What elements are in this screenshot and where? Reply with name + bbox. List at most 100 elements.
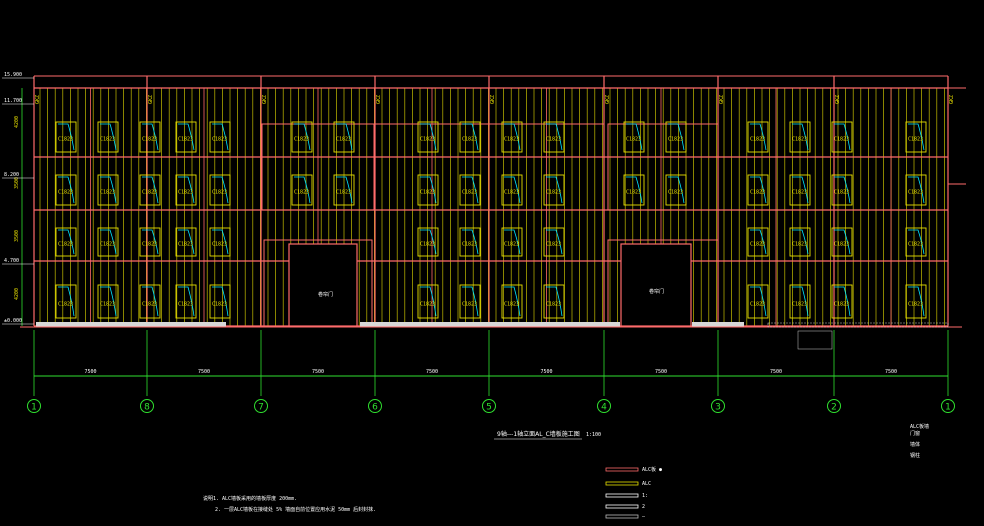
window-swing [792,176,809,204]
window-tag: C1823 [834,301,849,307]
window-tag: C1823 [462,190,477,196]
window-frame [459,174,481,206]
window-tag: C1823 [546,137,561,143]
window-frame [209,174,231,206]
window-swing [142,229,159,255]
legend-bottom-item: — [642,514,646,520]
level-mark: 15.900 [4,72,22,78]
window-tag: C1823 [750,241,765,247]
bay-dimension: 7500 [426,369,438,375]
window-swing [336,123,353,151]
note-line-1: 说明1. ALC墙板采用的墙板厚度 200mm. [203,495,297,502]
window-tag: C1823 [142,241,157,247]
window-frame [789,227,811,257]
axis-bubble [482,399,496,413]
window-frame [747,284,769,319]
bay-dimension: 7500 [655,369,667,375]
legend-swatch [605,481,639,486]
window-tag: C1823 [792,301,807,307]
window-frame [97,227,119,257]
window-tag: C1823 [462,241,477,247]
window-tag: C1823 [792,190,807,196]
axis-bubble [254,399,268,413]
window-frame [175,121,197,153]
axis-bubble [27,399,41,413]
window-frame [139,284,161,319]
window-tag: C1823 [142,190,157,196]
window-tag: C1823 [908,301,923,307]
window-swing [462,229,479,255]
window-frame [831,121,853,153]
window-swing [100,123,117,151]
window-swing [908,123,925,151]
window-frame [665,174,687,206]
window-frame [501,121,523,153]
window-tag: C1823 [336,190,351,196]
column-tag: GKZ [835,95,841,104]
window-frame [139,174,161,206]
window-tag: C1823 [178,301,193,307]
window-frame [905,174,927,206]
window-frame [417,284,439,319]
window-swing [792,123,809,151]
window-swing [792,286,809,317]
window-swing [142,176,159,204]
window-frame [905,121,927,153]
window-swing [462,286,479,317]
window-swing [58,286,75,317]
window-swing [212,229,229,255]
axis-label: 5 [486,403,492,413]
window-swing [750,123,767,151]
bay-dimension: 7500 [885,369,897,375]
window-swing [420,229,437,255]
window-swing [100,176,117,204]
door-bay-frame [263,239,373,327]
window-swing [212,123,229,151]
window-swing [750,176,767,204]
window-swing [668,176,685,204]
window-frame [905,284,927,319]
window-frame [209,121,231,153]
window-swing [504,229,521,255]
ground-slab [36,322,226,327]
window-tag: C1823 [792,137,807,143]
window-swing [546,123,563,151]
legend-right-item: 墙体 [910,441,920,448]
axis-label: 1 [31,403,37,413]
column-tag: GKZ [35,95,41,104]
window-tag: C1823 [294,137,309,143]
window-tag: C1823 [504,137,519,143]
door-label-1: 卷帘门 [318,291,333,298]
window-swing [546,176,563,204]
window-frame [789,284,811,319]
axis-bubble [140,399,154,413]
window-frame [543,227,565,257]
window-tag: C1823 [100,301,115,307]
window-swing [750,286,767,317]
axis-label: 3 [715,403,721,413]
vertical-dimension: 3500 [14,230,20,242]
window-frame [417,227,439,257]
window-tag: C1823 [212,301,227,307]
window-swing [462,123,479,151]
window-frame [175,284,197,319]
level-mark: 8.200 [4,172,19,178]
bay-dimension: 7500 [312,369,324,375]
window-tag: C1823 [178,190,193,196]
note-line-2: 2. 一层ALC墙板在接缝处 5% 墙面自前位置应用水泥 50mm 后封封抹. [215,506,376,513]
window-frame [831,284,853,319]
window-swing [294,123,311,151]
window-tag: C1823 [142,137,157,143]
bay-dimension: 7500 [770,369,782,375]
window-swing [504,176,521,204]
annotations: 9轴---1轴立面AL_C墙板施工图 1:100 说明1. ALC墙板采用的墙板… [203,288,664,513]
window-tag: C1823 [792,241,807,247]
window-tag: C1823 [462,301,477,307]
axis-label: 1 [945,403,951,413]
window-frame [789,174,811,206]
window-swing [420,176,437,204]
bay-dimension: 7500 [541,369,553,375]
window-swing [668,123,685,151]
